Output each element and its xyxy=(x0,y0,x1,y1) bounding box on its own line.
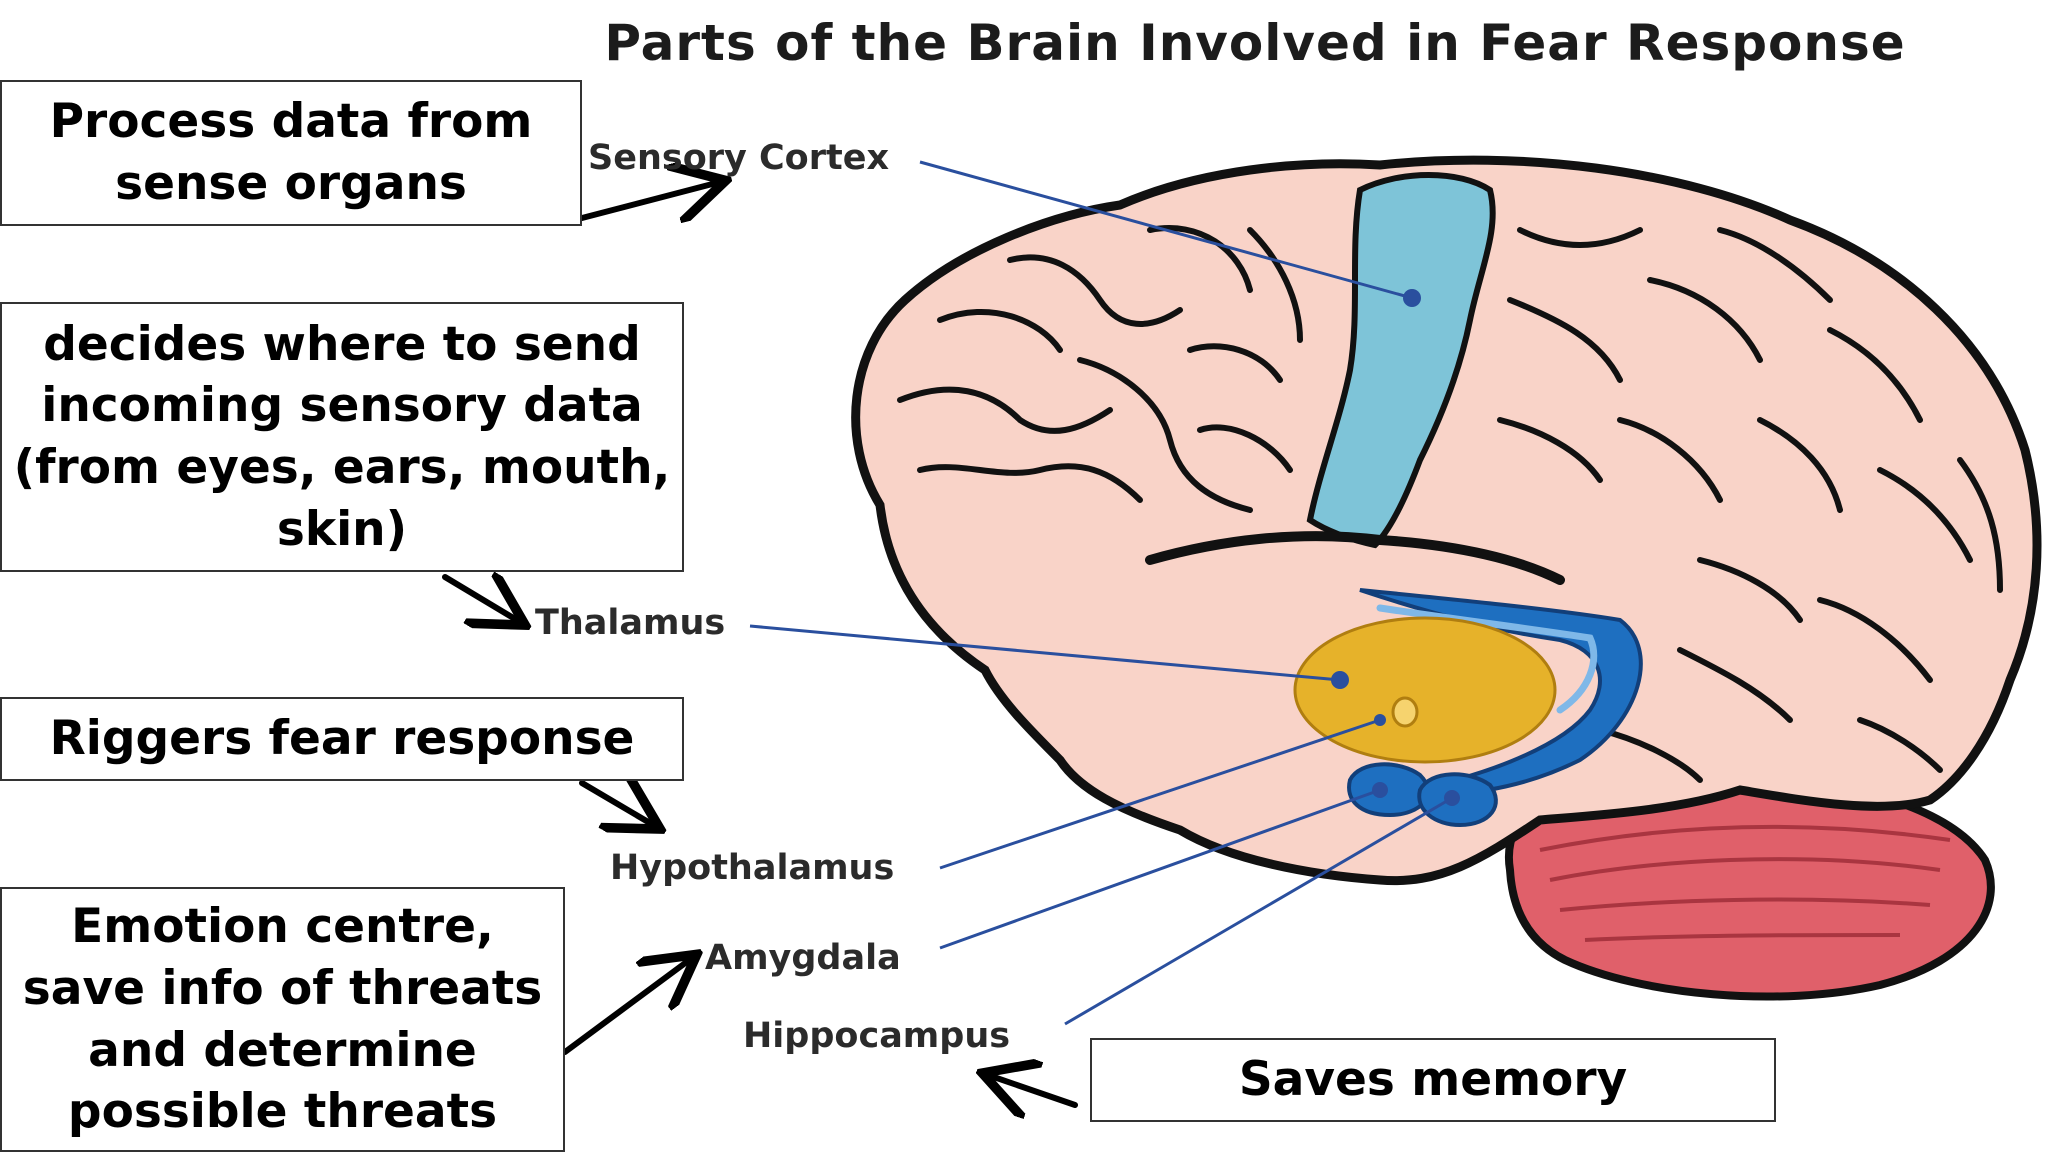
label-hippocampus: Hippocampus xyxy=(743,1016,1011,1056)
thalamus-arrow xyxy=(442,577,520,622)
sensory-cortex-arrow xyxy=(579,182,720,218)
note-amygdala: Emotion centre, save info of threats and… xyxy=(0,887,565,1152)
sensory-cortex-region xyxy=(1306,172,1496,549)
note-thalamus: decides where to send incoming sensory d… xyxy=(0,302,684,572)
sensory-cortex-dot xyxy=(1403,289,1421,307)
thalamus-region xyxy=(1293,616,1557,764)
leader-dots xyxy=(1331,289,1460,806)
note-sensory-cortex: Process data from sense organs xyxy=(0,80,582,226)
label-sensory-cortex: Sensory Cortex xyxy=(588,138,890,178)
leader-lines xyxy=(749,160,1453,1026)
note-hypothalamus: Riggers fear response xyxy=(0,697,684,781)
hypothalamus-leader xyxy=(939,718,1381,870)
hypothalamus-dot xyxy=(1374,714,1386,726)
lateral-fissure xyxy=(1145,531,1565,585)
sensory-cortex-leader xyxy=(919,160,1413,300)
limbic-arc-inner xyxy=(1376,604,1598,714)
hippocampus-arrow xyxy=(988,1075,1078,1105)
note-hippocampus: Saves memory xyxy=(1090,1038,1776,1122)
thalamus-dot xyxy=(1331,671,1349,689)
hypothalamus-arrow xyxy=(579,783,655,826)
hypothalamus-region xyxy=(1391,696,1419,728)
label-amygdala: Amygdala xyxy=(705,938,901,978)
amygdala-region xyxy=(1347,762,1430,818)
label-hypothalamus: Hypothalamus xyxy=(610,848,895,888)
cortex-folds xyxy=(897,225,2003,783)
amygdala-leader xyxy=(939,788,1381,950)
amygdala-arrow xyxy=(562,958,692,1055)
label-thalamus: Thalamus xyxy=(535,603,726,643)
hippocampus-leader xyxy=(1064,796,1453,1026)
hippocampus-dot xyxy=(1444,790,1460,806)
note-arrows xyxy=(442,182,1078,1105)
thalamus-leader xyxy=(749,624,1341,682)
amygdala-dot xyxy=(1372,782,1388,798)
cerebellum-folds xyxy=(1539,824,1951,942)
cerebrum xyxy=(851,155,2042,886)
diagram-title: Parts of the Brain Involved in Fear Resp… xyxy=(604,14,1906,72)
